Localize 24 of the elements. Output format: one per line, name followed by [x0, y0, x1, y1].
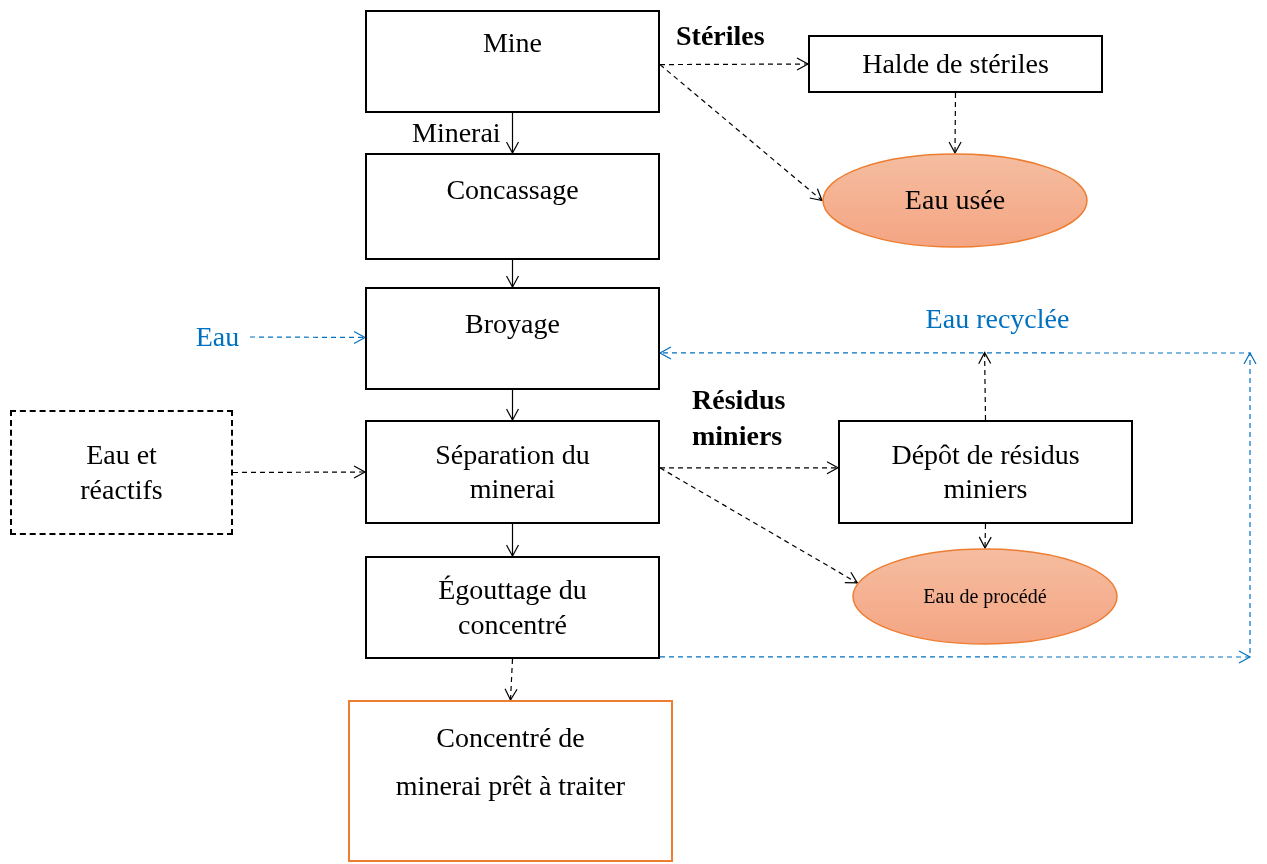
process-box [365, 556, 660, 659]
node-text: Eau de procédé [923, 584, 1047, 609]
water-ellipse [822, 153, 1088, 248]
node-text: Égouttage du concentré [437, 573, 588, 642]
process-box [365, 10, 660, 113]
process-box [365, 420, 660, 524]
node-text: Séparation du minerai [434, 437, 591, 506]
node-text: Broyage [465, 307, 560, 341]
node-text: Concentré de minerai prêt à traiter [395, 721, 626, 803]
process-box [365, 287, 660, 390]
node-text: Eau [195, 319, 240, 354]
input-box [10, 410, 233, 535]
node-text: Mine [482, 26, 543, 60]
process-box [365, 153, 660, 260]
node-text: Eau recyclée [925, 301, 1070, 336]
node-text: Eau et réactifs [79, 438, 164, 507]
process-box [808, 35, 1103, 93]
node-text: Dépôt de résidus miniers [890, 437, 1081, 506]
process-box [838, 420, 1133, 524]
node-text: Concassage [446, 173, 579, 207]
node-text: Eau usée [904, 183, 1006, 218]
water-ellipse [852, 548, 1118, 645]
output-box [348, 700, 673, 862]
node-text: Halde de stériles [862, 46, 1049, 81]
